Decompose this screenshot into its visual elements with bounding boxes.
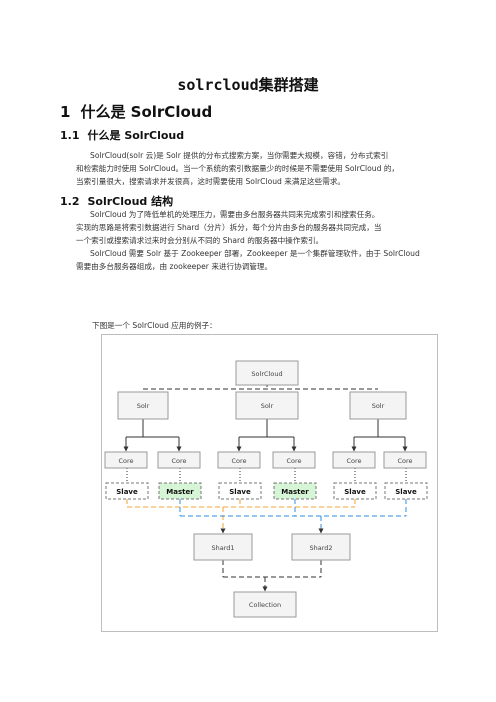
slave-node-label: Slave — [344, 488, 366, 496]
core-node — [157, 451, 201, 469]
slave-node-label: Slave — [395, 488, 417, 496]
slave-node — [384, 482, 428, 500]
core-node — [383, 451, 427, 469]
core-node — [332, 451, 376, 469]
section-1-2-paragraph: SolrCloud 为了降低单机的处理压力，需要由多台服务器共同来完成索引和搜索… — [76, 208, 436, 273]
section-1-1-heading: 1.1 什么是 SolrCloud — [60, 127, 184, 143]
architecture-diagram: SolrCloud Solr Solr Solr Core Core Core … — [104, 360, 428, 618]
solr-node — [349, 391, 407, 420]
core-node-label: Core — [346, 457, 361, 465]
paragraph-line: SolrCloud 为了降低单机的处理压力，需要由多台服务器共同来完成索引和搜索… — [90, 210, 380, 219]
paragraph-line: 需要由多台服务器组成，由 zookeeper 来进行协调管理。 — [76, 262, 273, 271]
paragraph-line: 和检索能力时使用 SolrCloud。当一个系统的索引数据量少的时候是不需要使用… — [76, 164, 400, 173]
master-node-label: Master — [281, 488, 309, 496]
master-node-label: Master — [166, 488, 194, 496]
core-node — [104, 451, 148, 469]
core-node-label: Core — [171, 457, 186, 465]
master-node — [273, 482, 317, 500]
paragraph-line: SolrCloud 需要 Solr 基于 Zookeeper 部署，Zookee… — [90, 249, 420, 258]
core-node-label: Core — [118, 457, 133, 465]
solrcloud-node-label: SolrCloud — [251, 370, 282, 378]
solr-node-label: Solr — [372, 402, 385, 410]
core-node-label: Core — [397, 457, 412, 465]
shard-node — [193, 533, 253, 561]
collection-node-label: Collection — [249, 601, 281, 609]
slave-node-label: Slave — [116, 488, 138, 496]
core-node — [217, 451, 261, 469]
figure-caption: 下图是一个 SolrCloud 应用的例子： — [92, 321, 217, 330]
solrcloud-node — [235, 360, 299, 386]
section-1-2-title: SolrCloud 结构 — [87, 195, 174, 208]
paragraph-line: SolrCloud(solr 云)是 Solr 提供的分布式搜索方案，当你需要大… — [90, 151, 389, 160]
section-1-1-number: 1.1 — [60, 129, 80, 142]
section-1-1-title: 什么是 SolrCloud — [87, 129, 185, 142]
slave-node — [105, 482, 149, 500]
shard-node-label: Shard1 — [211, 544, 234, 552]
solr-node-label: Solr — [261, 402, 274, 410]
core-node-label: Core — [286, 457, 301, 465]
solrcloud-architecture-figure: SolrCloud Solr Solr Solr Core Core Core … — [101, 334, 438, 632]
slave-node — [218, 482, 262, 500]
shard-node — [291, 533, 351, 561]
collection-node — [233, 591, 297, 618]
section-1-heading: 1 什么是 SolrCloud — [60, 101, 212, 122]
shard-node-label: Shard2 — [309, 544, 332, 552]
slave-node-label: Slave — [229, 488, 251, 496]
section-1-1-paragraph: SolrCloud(solr 云)是 Solr 提供的分布式搜索方案，当你需要大… — [76, 149, 436, 188]
slave-node — [333, 482, 377, 500]
core-node-label: Core — [231, 457, 246, 465]
core-node — [272, 451, 316, 469]
paragraph-line: 当索引量很大，搜索请求并发很高，这时需要使用 SolrCloud 来满足这些需求… — [76, 177, 346, 186]
paragraph-line: 实现的思路是将索引数据进行 Shard（分片）拆分，每个分片由多台的服务器共同完… — [76, 223, 382, 232]
section-1-2-heading: 1.2 SolrCloud 结构 — [60, 193, 173, 209]
section-1-number: 1 — [60, 103, 71, 121]
paragraph-line: 一个索引或搜索请求过来时会分别从不同的 Shard 的服务器中操作索引。 — [76, 236, 324, 245]
section-1-title: 什么是 SolrCloud — [80, 103, 213, 121]
diagram-connectors — [123, 385, 408, 592]
solr-node — [235, 391, 299, 420]
solr-node-label: Solr — [137, 402, 150, 410]
solr-node — [117, 391, 169, 420]
document-title: solrcloud集群搭建 — [177, 76, 319, 94]
master-node — [158, 482, 202, 500]
section-1-2-number: 1.2 — [60, 195, 80, 208]
